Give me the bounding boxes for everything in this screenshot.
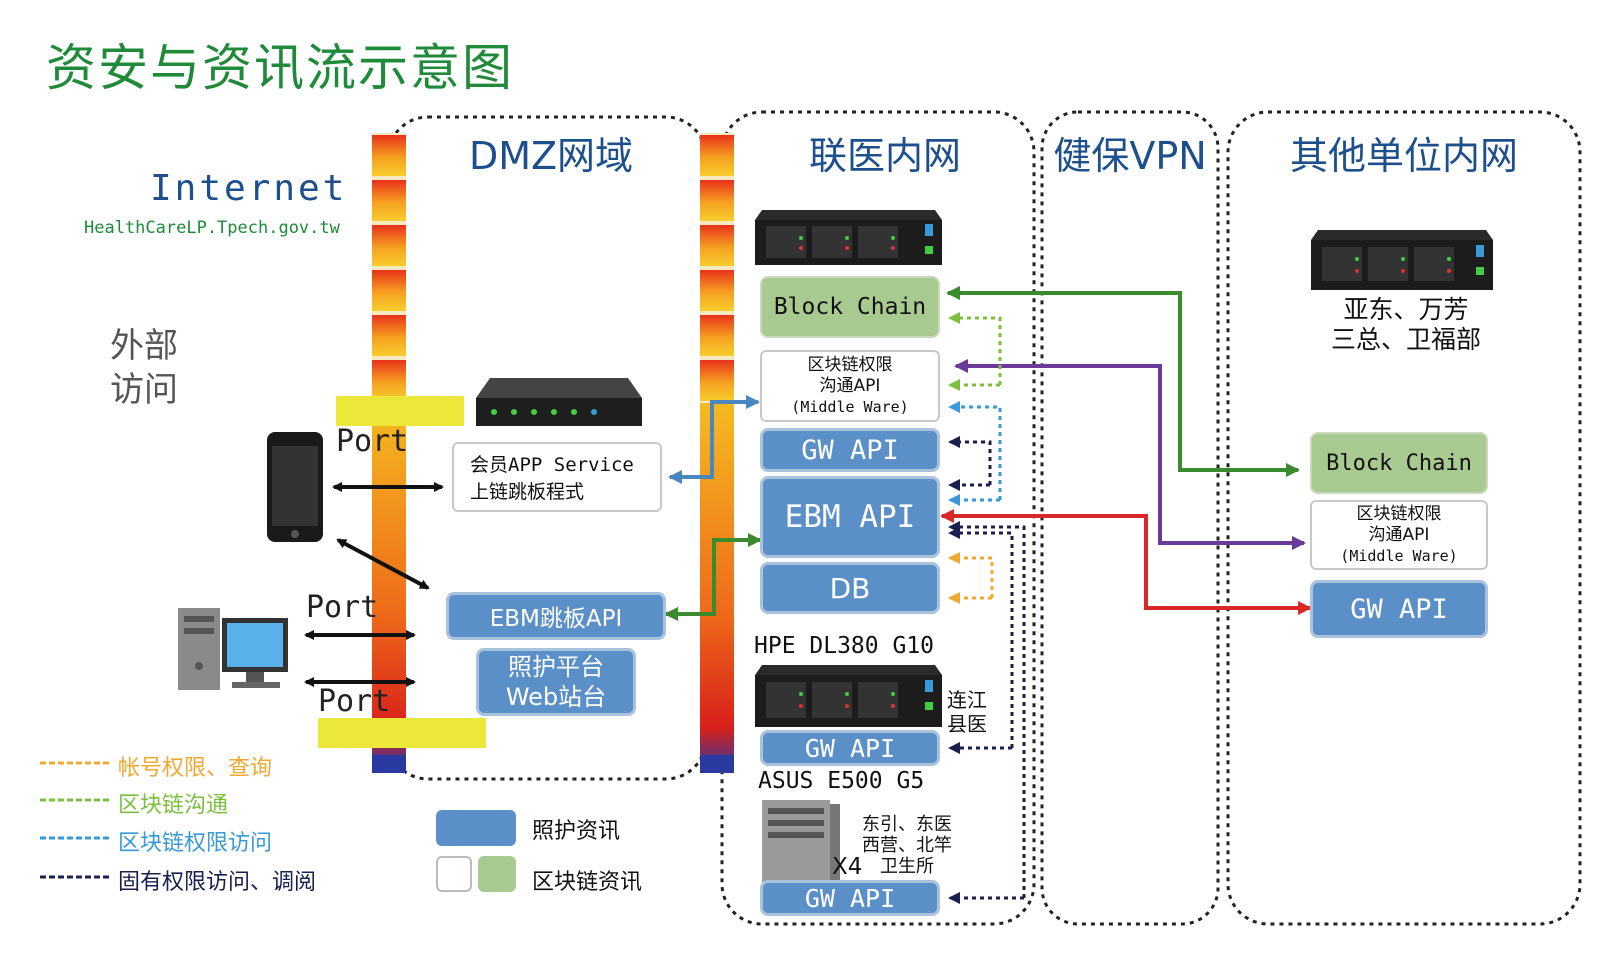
firewall-internet-dmz-bricks [372,133,406,403]
other-sites-line1: 亚东、万芳 [1343,295,1469,324]
ebm-api-box[interactable]: EBM API [760,476,940,558]
asus-sites-line1: 东引、东医 [862,814,952,835]
legend-account-query: 帐号权限、查询 [118,756,273,781]
other-middleware-line2: 沟通API [1368,524,1430,545]
asus-server-label: ASUS E500 G5 [758,768,925,794]
asus-sites-line3: 卫生所 [880,856,934,877]
firewall-dmz-intranet-bricks [700,133,734,403]
legend-blockchain-comm: 区块链沟通 [118,793,229,818]
hpe-gw-api-box[interactable]: GW API [760,730,940,766]
legend-blockchain-green-swatch [478,856,516,892]
gw-link-arrow [940,509,1312,615]
asus-sites-line2: 西营、北竿 [862,835,952,856]
phone-ebm-arrow [336,538,430,590]
other-sites-line2: 三总、卫福部 [1330,325,1481,354]
legend-native-access: 固有权限访问、调阅 [118,870,317,895]
app-service-line1: 会员APP Service [470,454,634,476]
lianjiang-line1: 连江 [947,688,987,712]
blockchain-box[interactable]: Block Chain [760,276,940,338]
database-box[interactable]: DB [760,562,940,614]
external-access-line1: 外部 [110,326,178,366]
middleware-line1: 区块链权限 [807,354,893,375]
zone-title-other: 其他单位内网 [1289,134,1518,178]
server-rack-icon [1311,230,1493,290]
page-title: 资安与资讯流示意图 [46,39,514,97]
legend-blockchain-white-swatch [436,856,472,892]
bc-comm-link-1 [948,312,1002,385]
ebm-proxy-api-box[interactable]: EBM跳板API [446,592,666,640]
server-rack-icon [755,665,942,727]
asus-gw-api-box[interactable]: GW API [760,880,940,916]
other-blockchain-box[interactable]: Block Chain [1310,432,1488,494]
firewall-dmz-intranet-base [700,755,734,773]
app-middleware-arrow [668,395,760,484]
port-bar-top [336,396,464,426]
zone-title-intranet: 联医内网 [808,134,961,178]
tower-server-icon [762,800,840,882]
account-query-link-1 [948,552,994,598]
hpe-server-label: HPE DL380 G10 [754,633,935,659]
smartphone-icon [267,432,323,542]
middleware-line3: (Middle Ware) [791,397,909,416]
port-bar-bottom [318,718,486,748]
other-middleware-api-box[interactable]: 区块链权限 沟通API (Middle Ware) [1310,500,1488,570]
other-middleware-line1: 区块链权限 [1356,503,1442,524]
legend-care-swatch [436,810,516,846]
asus-sites-label: 东引、东医 西营、北竿 卫生所 [862,814,952,877]
port-label: Port [336,424,409,459]
zone-title-vpn: 健保VPN [1053,134,1207,178]
other-sites-label: 亚东、万芳 三总、卫福部 [1300,295,1512,355]
middleware-line2: 沟通API [819,375,881,396]
desktop-computer-icon [178,608,288,690]
external-access-line2: 访问 [110,370,178,410]
gw-api-box[interactable]: GW API [760,428,940,472]
dmz-zone-border [386,115,708,781]
lianjiang-line2: 县医 [947,712,987,736]
server-rack-icon [755,210,942,265]
network-appliance-icon [476,378,642,426]
zone-title-dmz: DMZ网域 [468,134,634,178]
native-access-link-5 [948,521,1026,898]
app-service-line2: 上链跳板程式 [470,481,585,503]
legend-care-info: 照护资讯 [532,819,621,844]
other-middleware-line3: (Middle Ware) [1340,546,1458,565]
care-web-line2: Web站台 [505,683,607,711]
internet-label: Internet [150,168,348,209]
native-access-link-3 [948,527,1014,748]
app-service-box[interactable]: 会员APP Service 上链跳板程式 [452,442,662,512]
asus-count-label: X4 [832,854,863,880]
lianjiang-hospital-label: 连江 县医 [947,688,987,736]
firewall-internet-dmz-base [372,755,406,773]
other-gw-api-box[interactable]: GW API [1310,580,1488,638]
port-label: Port [318,684,391,719]
internet-url: HealthCareLP.Tpech.gov.tw [84,218,340,238]
port-label: Port [306,590,379,625]
care-web-line1: 照护平台 [508,653,604,681]
middleware-api-box[interactable]: 区块链权限 沟通API (Middle Ware) [760,350,940,422]
ebm-proxy-arrow [664,533,762,621]
legend-blockchain-access: 区块链权限访问 [118,831,273,856]
legend-blockchain-info: 区块链资讯 [532,870,643,895]
native-access-link-1 [948,436,992,485]
care-web-portal-box[interactable]: 照护平台 Web站台 [476,648,636,716]
